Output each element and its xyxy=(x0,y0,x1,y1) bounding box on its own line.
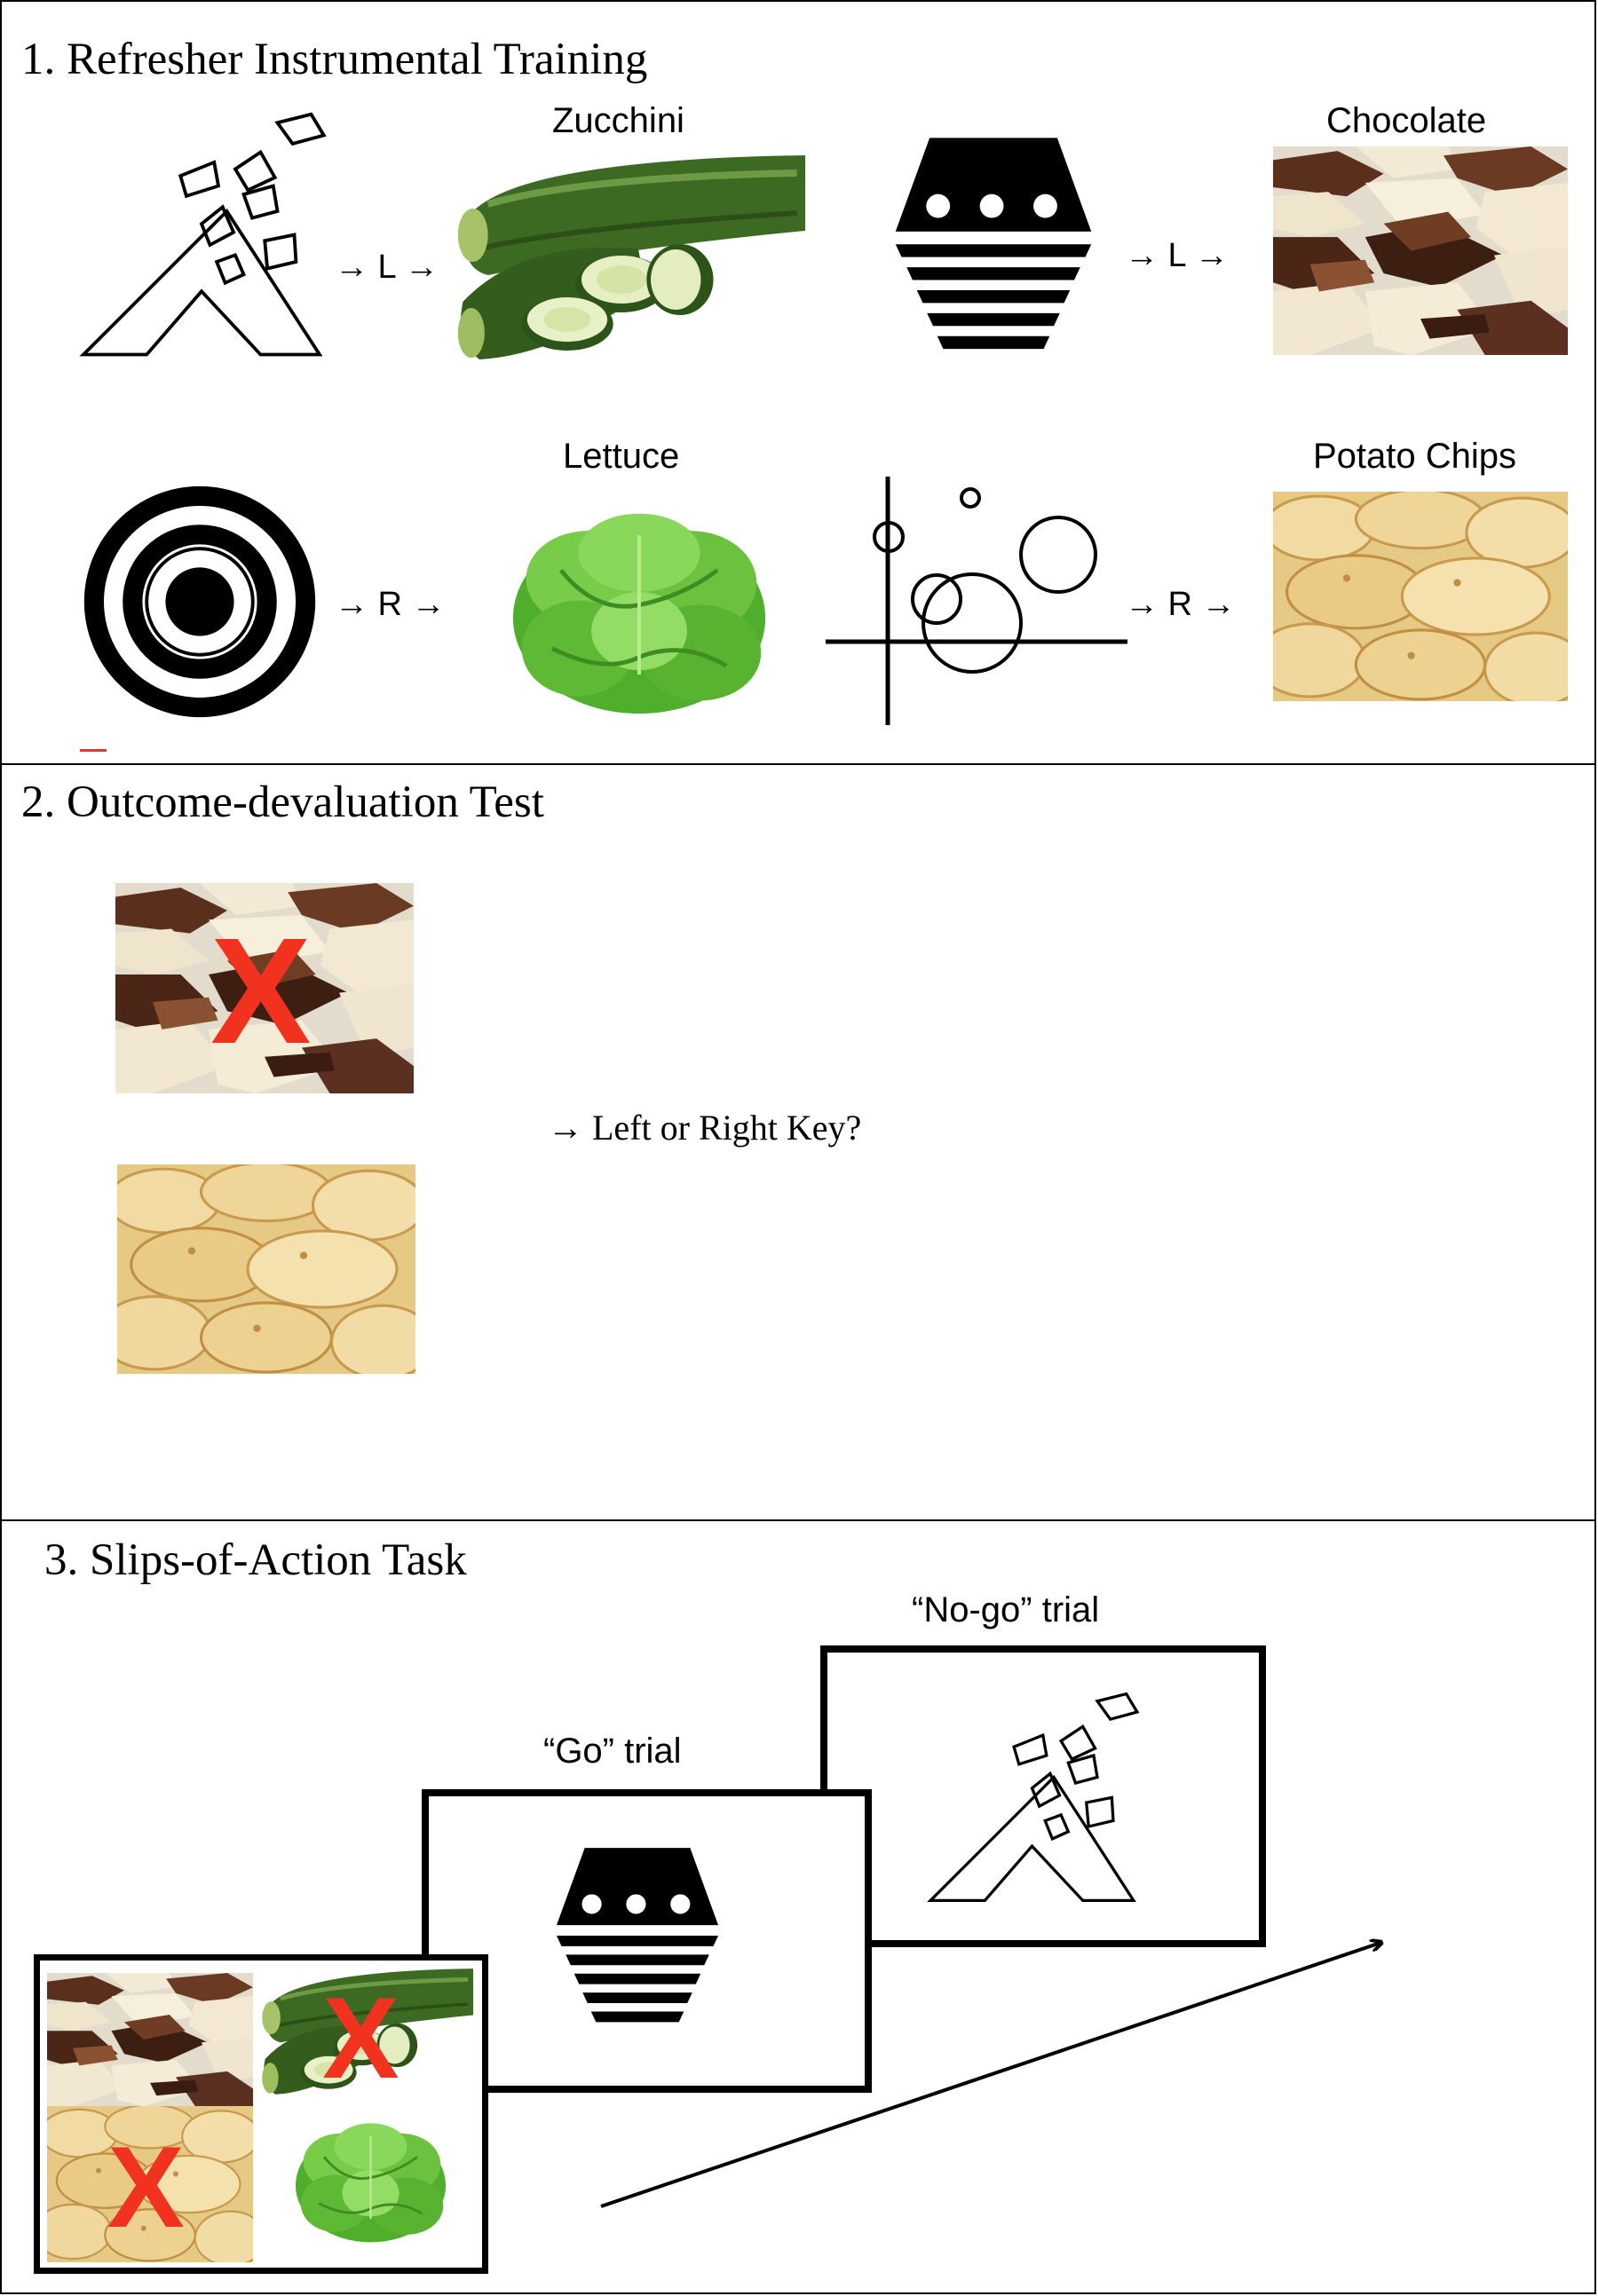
arrow-right-key-1: → R → xyxy=(335,586,446,623)
outcome-screen: X X xyxy=(34,1954,488,2274)
devalued-x-mark: X xyxy=(107,2122,185,2252)
panel-slips-of-action: 3. Slips-of-Action Task “No-go” trial “G… xyxy=(0,1519,1596,2294)
mountain-flakes-icon xyxy=(68,110,335,363)
arrow-left-key-2: → L → xyxy=(1125,237,1229,274)
panel-refresher-training: 1. Refresher Instrumental Training → L →… xyxy=(0,0,1596,765)
panel-title: 1. Refresher Instrumental Training xyxy=(21,35,648,84)
chocolate-image xyxy=(1273,146,1568,355)
devalued-x-mark: X xyxy=(210,907,312,1076)
axes-circles-icon xyxy=(826,477,1127,725)
chips-image xyxy=(117,1164,415,1374)
zucchini-image xyxy=(455,151,805,364)
potato-chips-image xyxy=(1273,492,1568,701)
go-trial-screen xyxy=(422,1789,872,2093)
nogo-trial-label: “No-go” trial xyxy=(912,1590,1100,1629)
devalued-x-mark: X xyxy=(322,1973,400,2103)
food-label-zucchini: Zucchini xyxy=(552,101,684,140)
go-trial-label: “Go” trial xyxy=(543,1732,682,1771)
concentric-target-icon xyxy=(80,481,320,722)
food-label-potato-chips: Potato Chips xyxy=(1313,437,1517,476)
red-mark xyxy=(80,749,107,752)
lettuce-image xyxy=(506,501,772,718)
striped-trapezoid-icon xyxy=(891,133,1096,364)
panel-title: 2. Outcome-devaluation Test xyxy=(21,777,544,827)
time-arrow xyxy=(600,1521,1598,2208)
panel-outcome-devaluation: 2. Outcome-devaluation Test X → Left or … xyxy=(0,763,1596,1521)
food-label-lettuce: Lettuce xyxy=(563,437,680,476)
arrow-left-key-1: → L → xyxy=(335,249,439,286)
key-prompt: → Left or Right Key? xyxy=(548,1108,862,1148)
food-label-chocolate: Chocolate xyxy=(1326,101,1487,140)
arrow-right-key-2: → R → xyxy=(1125,586,1236,623)
panel-title: 3. Slips-of-Action Task xyxy=(44,1535,467,1585)
